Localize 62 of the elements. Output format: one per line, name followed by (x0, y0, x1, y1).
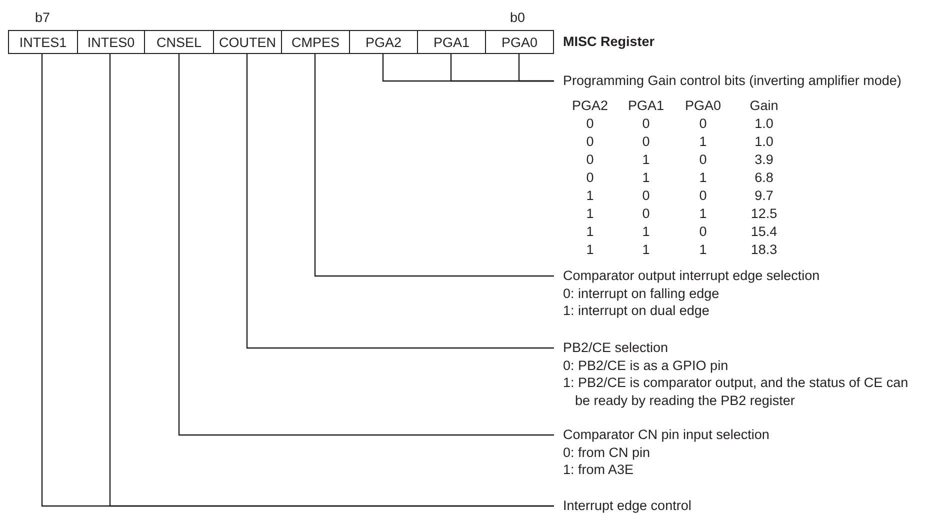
description-option: 1: from A3E (563, 461, 770, 478)
table-header: PGA2 (572, 97, 608, 115)
table-value: 0 (642, 187, 650, 205)
table-value: 0 (699, 223, 707, 241)
description-heading: Programming Gain control bits (inverting amplifier mode) (563, 72, 902, 90)
description-heading: Comparator CN pin input selection (563, 426, 770, 444)
table-value: 1 (642, 223, 650, 241)
table-value: 1 (642, 241, 650, 259)
register-bit-field: CMPES (281, 30, 350, 54)
table-value: 0 (586, 169, 594, 187)
table-value: 1 (586, 205, 594, 223)
description-heading: Interrupt edge control (563, 497, 692, 514)
table-value: 0 (586, 115, 594, 133)
table-value: 0 (642, 133, 650, 151)
leader-line (314, 54, 554, 277)
table-value: 1 (586, 187, 594, 205)
table-value: 1.0 (754, 133, 774, 151)
table-value: 3.9 (754, 151, 774, 169)
table-value: 1 (642, 169, 650, 187)
table-header: PGA1 (628, 97, 664, 115)
table-value: 0 (586, 151, 594, 169)
table-value: 15.4 (750, 223, 778, 241)
bit-number: b7 (35, 10, 50, 25)
table-value: 0 (642, 205, 650, 223)
register-bit-field: INTES1 (8, 30, 78, 54)
table-value: 1 (699, 169, 707, 187)
table-header: PGA0 (684, 97, 722, 115)
table-value: 0 (699, 151, 707, 169)
leader-line (518, 54, 554, 82)
register-bit-field: COUTEN (213, 30, 282, 54)
register-bit-field: CNSEL (144, 30, 214, 54)
description-option: 0: PB2/CE is as a GPIO pin (563, 356, 915, 374)
table-value: 0 (642, 115, 650, 133)
table-value: 1 (699, 241, 707, 259)
description-option: 1: interrupt on dual edge (563, 302, 820, 320)
register-bit-field: INTES0 (77, 30, 145, 54)
register-name: MISC Register (563, 34, 655, 49)
table-value: 1 (699, 205, 707, 223)
table-value: 0 (699, 187, 707, 205)
table-value: 9.7 (754, 187, 774, 205)
leader-line (246, 54, 554, 349)
register-bit-field: PGA1 (417, 30, 486, 54)
description-heading: PB2/CE selection (563, 339, 670, 356)
register-bit-field: PGA2 (349, 30, 418, 54)
table-value: 12.5 (750, 205, 778, 223)
register-bit-field: PGA0 (485, 30, 554, 54)
description-option: 0: interrupt on falling edge (563, 284, 820, 302)
description-heading: Comparator output interrupt edge selection (563, 267, 820, 284)
leader-line (178, 54, 554, 436)
table-value: 1.0 (754, 115, 774, 133)
table-value: 1 (586, 223, 594, 241)
table-value: 0 (699, 115, 707, 133)
table-value: 6.8 (754, 169, 774, 187)
bit-number: b0 (510, 10, 526, 25)
description-option: 1: PB2/CE is comparator output, and the status of CE can be ready by reading the PB2 register (563, 374, 915, 409)
table-value: 0 (586, 133, 594, 151)
table-header: Gain (750, 97, 778, 115)
table-value: 1 (642, 151, 650, 169)
description-option: 0: from CN pin (563, 444, 770, 461)
table-value: 1 (699, 133, 707, 151)
table-value: 18.3 (750, 241, 778, 259)
table-value: 1 (586, 241, 594, 259)
